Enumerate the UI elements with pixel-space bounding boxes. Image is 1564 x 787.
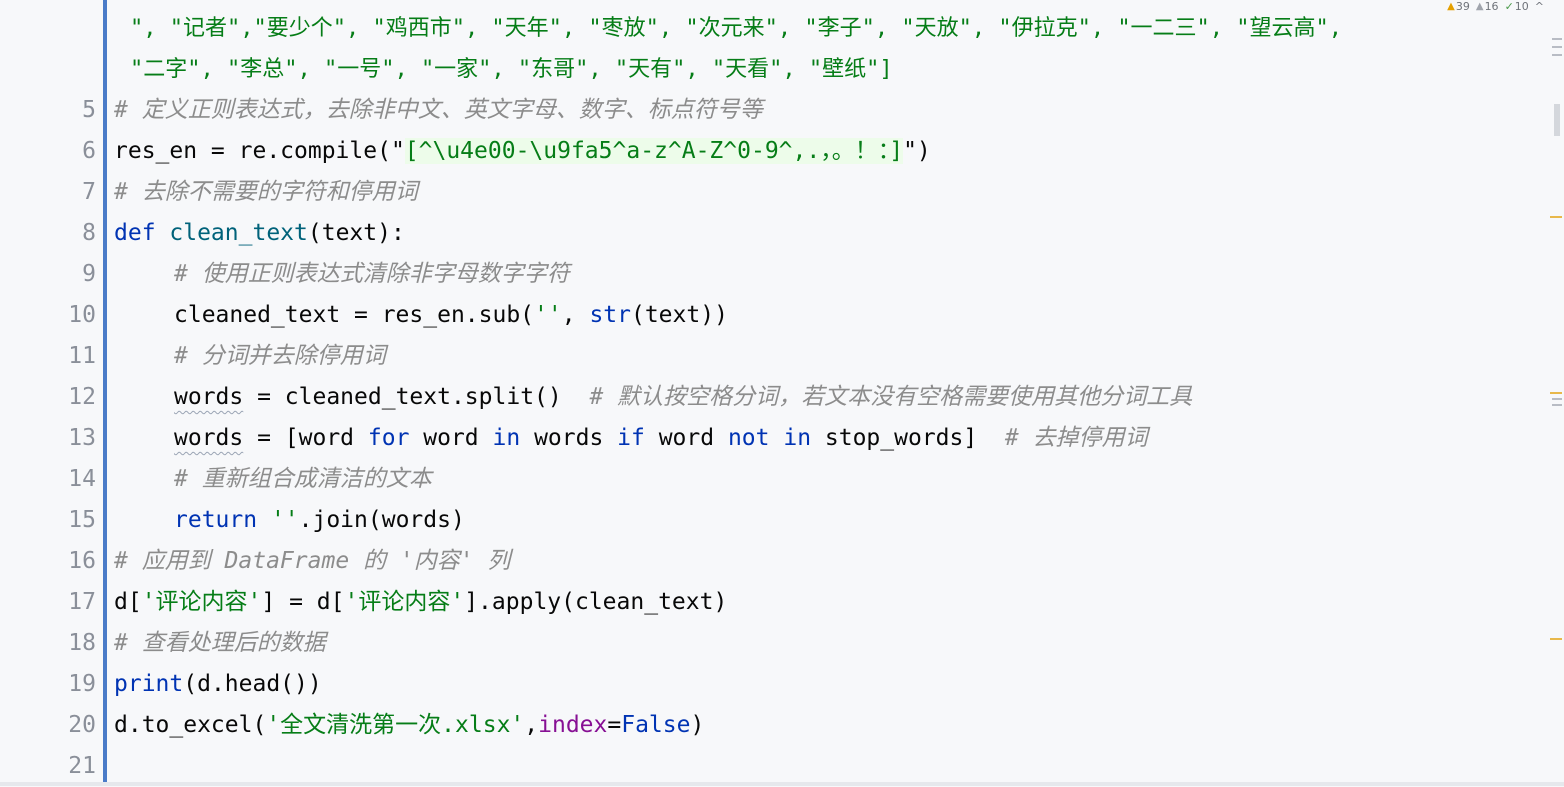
string-literal: '' (534, 302, 562, 328)
code-line[interactable]: "二字", "李总", "一号", "一家", "东哥", "天有", "天看"… (130, 57, 893, 82)
keyword: def (114, 220, 170, 246)
line-number: 11 (68, 343, 96, 369)
weak-warning-count[interactable]: ▲16 (1475, 0, 1499, 13)
scroll-mark (1552, 54, 1562, 56)
regex-string: [^\u4e00-\u9fa5^a-z^A-Z^0-9^,.，。！：] (404, 138, 904, 164)
code-text: ") (903, 138, 931, 164)
line-number: 10 (68, 302, 96, 328)
vertical-scrollbar[interactable] (1545, 0, 1564, 782)
inline-comment: # 默认按空格分词，若文本没有空格需要使用其他分词工具 (589, 384, 1193, 410)
string-literal: '评论内容' (141, 589, 262, 615)
line-number: 21 (68, 753, 96, 779)
code-text: ] = d[ (261, 589, 345, 615)
code-line[interactable]: words = cleaned_text.split() # 默认按空格分词，若… (174, 377, 1192, 418)
code-text: cleaned_text = res_en.sub( (174, 302, 535, 328)
string-literal: '评论内容' (344, 589, 465, 615)
scroll-mark (1552, 398, 1562, 400)
keyword: False (621, 712, 691, 738)
code-line[interactable]: cleaned_text = res_en.sub('', str(text)) (174, 295, 728, 336)
code-comment[interactable]: # 去除不需要的字符和停用词 (114, 179, 418, 205)
line-number: 13 (68, 425, 96, 451)
chevron-up-icon[interactable]: ^ (1534, 0, 1544, 13)
line-number: 20 (68, 712, 96, 738)
builtin: str (589, 302, 631, 328)
code-text: (d.head()) (183, 671, 322, 697)
line-number: 5 (82, 97, 96, 123)
typo-count[interactable]: ✓10 (1504, 0, 1529, 13)
warning-mark[interactable] (1550, 638, 1562, 640)
line-number: 8 (82, 220, 96, 246)
code-text: , (524, 712, 539, 738)
inline-comment: # 去掉停用词 (1004, 425, 1148, 451)
line-number: 16 (68, 548, 96, 574)
line-number-gutter (0, 0, 104, 782)
keyword: for (367, 425, 410, 451)
string-literal: '全文清洗第一次.xlsx' (266, 712, 525, 738)
code-text: (text): (307, 220, 405, 246)
line-number: 7 (82, 179, 96, 205)
inspection-widget[interactable]: ▲39 ▲16 ✓10 ^ (1447, 0, 1544, 13)
code-line[interactable]: return ''.join(words) (174, 500, 465, 541)
code-text: ].apply(clean_text) (464, 589, 728, 615)
keyword: return (174, 507, 271, 533)
line-number: 14 (68, 466, 96, 492)
line-number: 18 (68, 630, 96, 656)
warning-mark[interactable] (1550, 392, 1562, 394)
code-text: stop_words] (811, 425, 1005, 451)
keyword-argument: index (538, 712, 608, 738)
warning-icon: ▲ (1447, 0, 1455, 12)
variable-words: words (174, 384, 244, 410)
code-text: = [word (243, 425, 368, 451)
code-text: = cleaned_text.split() (243, 384, 590, 410)
code-text: .join(words) (298, 507, 465, 533)
code-comment[interactable]: # 定义正则表达式，去除非中文、英文字母、数字、标点符号等 (114, 97, 763, 123)
code-line[interactable]: d['评论内容'] = d['评论内容'].apply(clean_text) (114, 582, 727, 623)
scroll-mark (1552, 46, 1562, 48)
code-text: d.to_excel( (114, 712, 267, 738)
string-literal: '' (270, 507, 299, 533)
code-comment[interactable]: # 应用到 DataFrame 的 '内容' 列 (114, 548, 511, 574)
code-text: word (409, 425, 493, 451)
line-number: 12 (68, 384, 96, 410)
code-text: res_en = re.compile(" (114, 138, 405, 164)
warning-mark[interactable] (1550, 216, 1562, 218)
code-text: ) (690, 712, 705, 738)
code-text: , (561, 302, 590, 328)
code-line[interactable]: d.to_excel('全文清洗第一次.xlsx',index=False) (114, 705, 704, 746)
keyword: not in (727, 425, 812, 451)
code-text: word (644, 425, 728, 451)
weak-warning-icon: ▲ (1475, 0, 1484, 12)
code-line[interactable]: def clean_text(text): (114, 213, 405, 254)
code-comment[interactable]: # 查看处理后的数据 (114, 630, 326, 656)
code-comment[interactable]: # 分词并去除停用词 (174, 343, 386, 369)
function-name: clean_text (169, 220, 308, 246)
code-line[interactable]: ", "记者","要少个", "鸡西市", "天年", "枣放", "次元来",… (130, 16, 1343, 41)
code-text: = (607, 712, 622, 738)
code-text: (text)) (630, 302, 728, 328)
horizontal-scrollbar[interactable] (0, 782, 1564, 786)
code-text: words (520, 425, 618, 451)
code-line[interactable]: print(d.head()) (114, 664, 322, 705)
code-line[interactable]: res_en = re.compile("[^\u4e00-\u9fa5^a-z… (114, 131, 931, 172)
line-number: 9 (82, 261, 96, 287)
gutter-change-marker (103, 0, 107, 782)
scroll-mark (1552, 404, 1562, 406)
code-editor[interactable] (107, 0, 1545, 782)
scroll-thumb[interactable] (1554, 104, 1560, 136)
line-number: 17 (68, 589, 96, 615)
warning-count[interactable]: ▲39 (1447, 0, 1470, 13)
code-line[interactable]: words = [word for word in words if word … (174, 418, 1148, 459)
code-comment[interactable]: # 使用正则表达式清除非字母数字字符 (174, 261, 570, 287)
keyword: if (617, 425, 645, 451)
line-number: 19 (68, 671, 96, 697)
variable-words: words (174, 425, 244, 451)
keyword: in (492, 425, 521, 451)
line-number: 6 (82, 138, 96, 164)
builtin: print (114, 671, 184, 697)
scroll-mark (1552, 38, 1562, 40)
line-number: 15 (68, 507, 96, 533)
code-text: d[ (114, 589, 142, 615)
typo-icon: ✓ (1504, 0, 1514, 13)
code-comment[interactable]: # 重新组合成清洁的文本 (174, 466, 432, 492)
